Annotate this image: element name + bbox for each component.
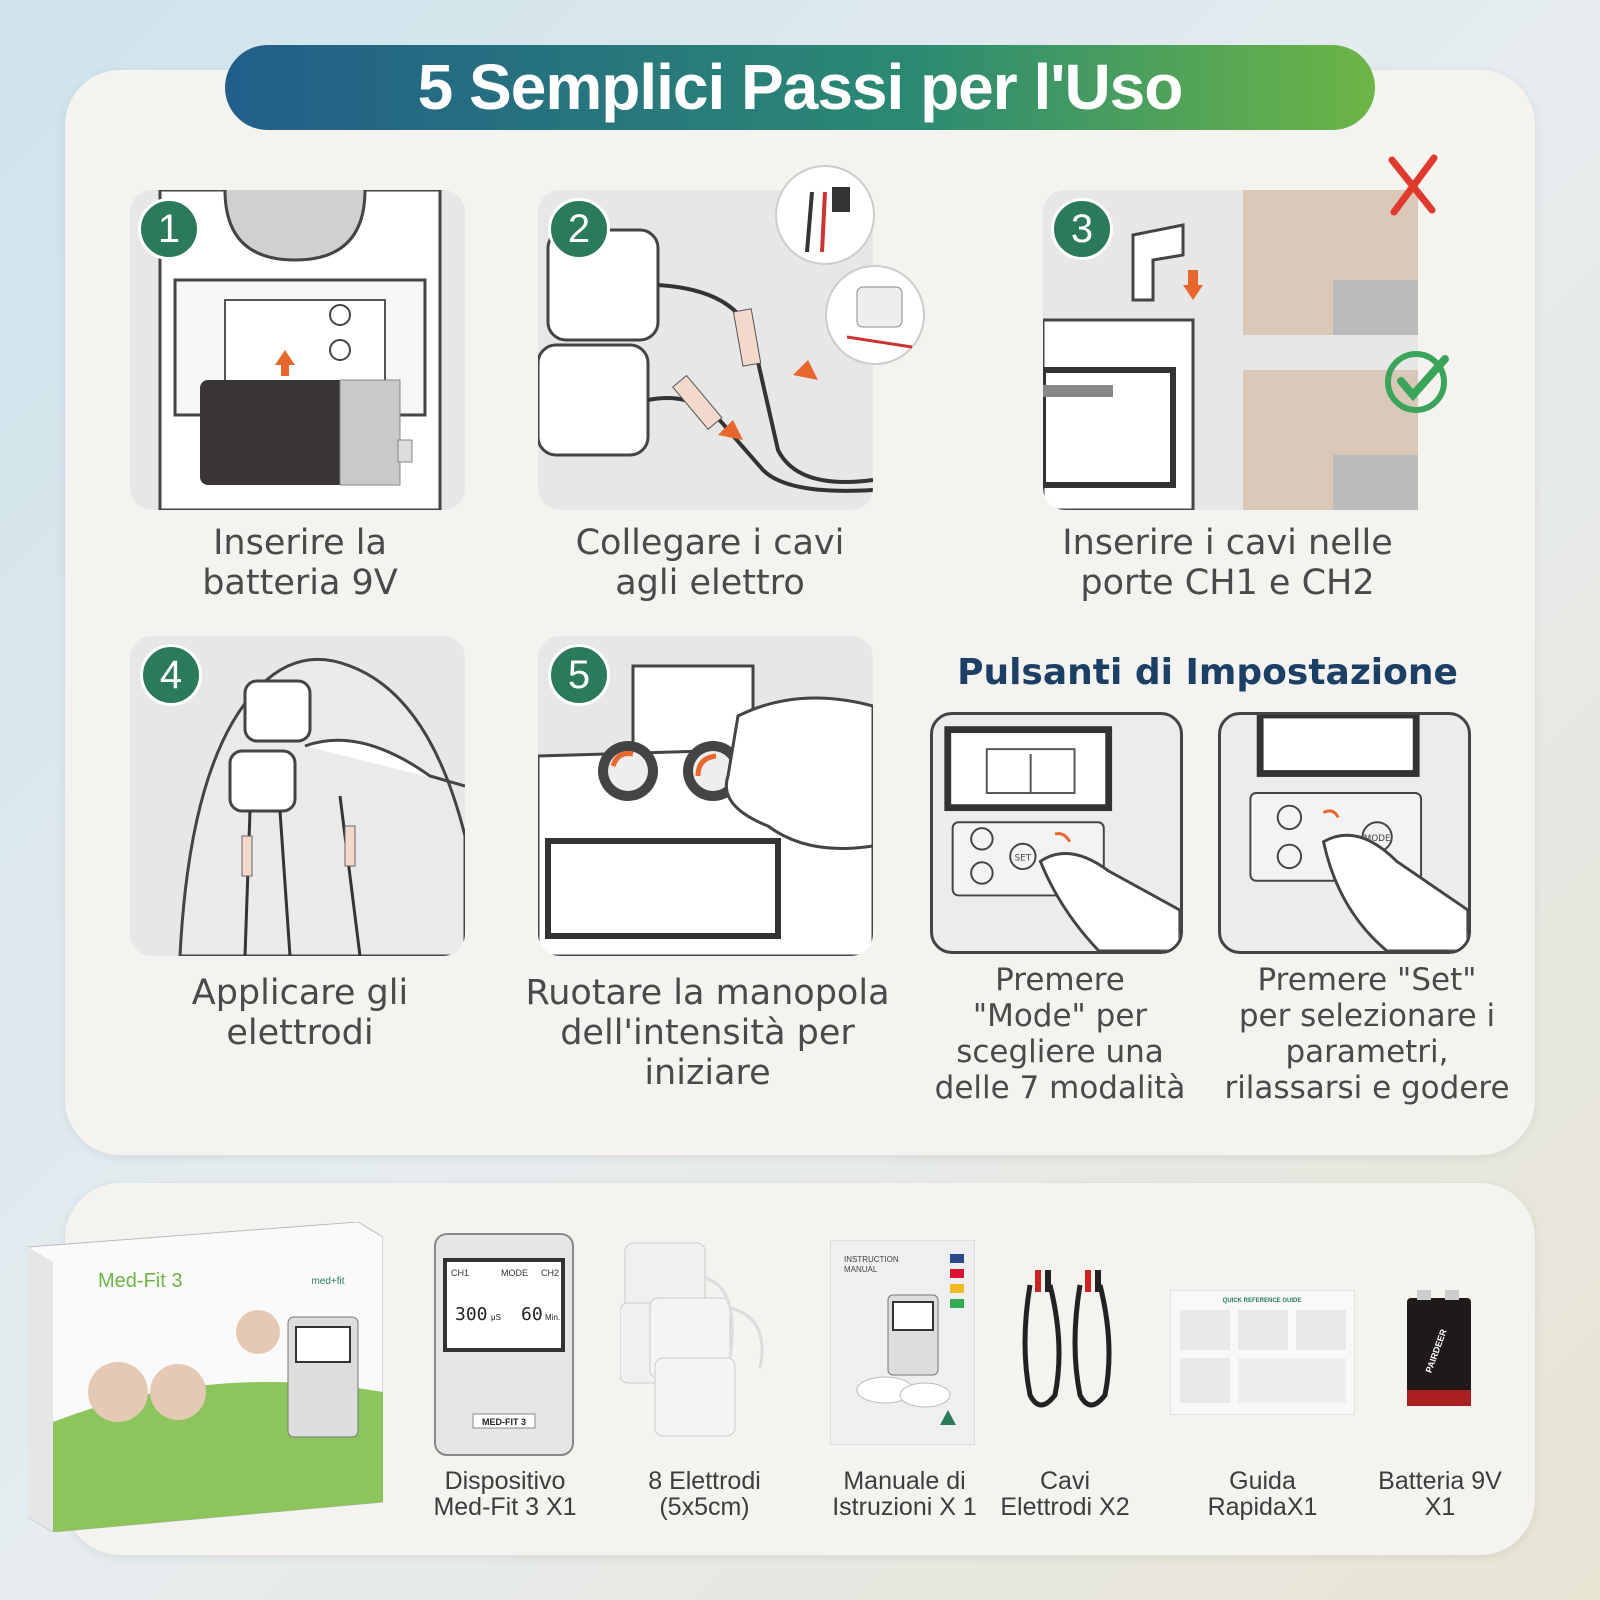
item-battery-label: Batteria 9V X1 xyxy=(1365,1468,1515,1520)
step-4-badge: 4 xyxy=(140,644,202,706)
step-5-badge: 5 xyxy=(548,644,610,706)
step-4-illustration: 4 xyxy=(130,636,465,956)
electrodes-image xyxy=(619,1238,790,1438)
screen-width-unit: μS xyxy=(491,1313,501,1322)
manual-heading-line2: MANUAL xyxy=(844,1265,878,1274)
step-4-caption-line2: elettrodi xyxy=(226,1013,374,1053)
item-cables-label: Cavi Elettrodi X2 xyxy=(985,1468,1145,1520)
step-1-caption: Inserire la batteria 9V xyxy=(140,523,460,603)
item-cables-label-line2: Elettrodi X2 xyxy=(1000,1493,1130,1521)
step-4-caption-line1: Applicare gli xyxy=(191,973,409,1013)
set-panel-mode-button: MODE xyxy=(1364,834,1391,844)
set-button-illustration: MODE xyxy=(1218,712,1471,954)
item-battery-label-line1: Batteria 9V xyxy=(1378,1467,1502,1495)
battery-image: PAIRDEER xyxy=(1405,1290,1473,1408)
device-brand-label: MED-FIT 3 xyxy=(482,1417,526,1427)
item-guide-label-line1: Guida xyxy=(1229,1467,1296,1495)
set-caption-line1: Premere "Set" xyxy=(1257,962,1477,998)
item-guide-label-line2: RapidaX1 xyxy=(1207,1493,1318,1521)
mode-caption-line4: delle 7 modalità xyxy=(934,1070,1186,1106)
item-electrodes-label-line1: 8 Elettrodi xyxy=(648,1467,761,1495)
step-5-caption-line2: dell'intensità per xyxy=(560,1013,855,1053)
box-product-name: Med-Fit 3 xyxy=(98,1270,182,1292)
step-2-caption-line2: agli elettro xyxy=(615,563,805,603)
quick-guide-image: QUICK REFERENCE GUIDE xyxy=(1169,1289,1356,1416)
mode-caption-line1: Premere xyxy=(995,962,1125,998)
cross-icon xyxy=(1382,150,1442,220)
screen-ch1-label: CH1 xyxy=(451,1268,469,1278)
page-title: 5 Semplici Passi per l'Uso xyxy=(225,45,1375,130)
settings-section-title: Pulsanti di Impostazione xyxy=(957,652,1458,693)
step-3-illustration: 3 xyxy=(1043,190,1418,510)
manual-heading-line1: INSTRUCTION xyxy=(844,1255,899,1264)
screen-time-unit: Min. xyxy=(545,1313,560,1322)
step-2-badge: 2 xyxy=(548,198,610,260)
item-manual-label-line2: Istruzioni X 1 xyxy=(832,1493,977,1521)
step-2-caption: Collegare i cavi agli elettro xyxy=(545,523,875,603)
step-3-badge: 3 xyxy=(1051,198,1113,260)
manual-image: INSTRUCTION MANUAL xyxy=(829,1239,976,1446)
step-1-illustration: 1 xyxy=(130,190,465,510)
item-battery-label-line2: X1 xyxy=(1424,1493,1456,1521)
plug-closeup-icon xyxy=(775,165,875,265)
step-3-caption: Inserire i cavi nelle porte CH1 e CH2 xyxy=(1020,523,1435,603)
step-3-caption-line1: Inserire i cavi nelle xyxy=(1062,523,1393,563)
mode-caption: Premere "Mode" per scegliere una delle 7… xyxy=(915,962,1205,1106)
guide-heading: QUICK REFERENCE GUIDE xyxy=(1223,1298,1302,1304)
step-5-caption-line3: iniziare xyxy=(644,1053,771,1093)
item-device-label-line2: Med-Fit 3 X1 xyxy=(433,1493,577,1521)
item-cables-label-line1: Cavi xyxy=(1039,1467,1090,1495)
screen-mode-label: MODE xyxy=(501,1268,528,1278)
item-guide-label: Guida RapidaX1 xyxy=(1180,1468,1345,1520)
mode-panel-set-button: SET xyxy=(1015,853,1032,863)
box-brand: med+fit xyxy=(311,1276,344,1287)
step-1-caption-line1: Inserire la xyxy=(213,523,387,563)
item-electrodes-label-line2: (5x5cm) xyxy=(659,1493,750,1521)
step-5-illustration: 5 xyxy=(538,636,873,956)
step-5-caption-line1: Ruotare la manopola xyxy=(525,973,890,1013)
item-manual-label: Manuale di Istruzioni X 1 xyxy=(812,1468,997,1520)
set-caption-line3: parametri, xyxy=(1285,1034,1449,1070)
set-caption-line4: rilassarsi e godere xyxy=(1224,1070,1510,1106)
step-2-caption-line1: Collegare i cavi xyxy=(575,523,845,563)
item-electrodes-label: 8 Elettrodi (5x5cm) xyxy=(612,1468,797,1520)
cables-image xyxy=(1015,1265,1135,1415)
set-caption-line2: per selezionare i xyxy=(1238,998,1496,1034)
check-icon xyxy=(1383,345,1453,415)
electrode-closeup-icon xyxy=(825,265,925,365)
product-box: Med-Fit 3 med+fit xyxy=(27,1221,384,1533)
item-manual-label-line1: Manuale di xyxy=(843,1467,966,1495)
mode-caption-line2: "Mode" per xyxy=(972,998,1148,1034)
screen-time-value: 60 xyxy=(521,1304,543,1325)
step-4-caption: Applicare gli elettrodi xyxy=(140,973,460,1053)
item-device-label-line1: Dispositivo xyxy=(444,1467,566,1495)
step-3-caption-line2: porte CH1 e CH2 xyxy=(1080,563,1375,603)
step-1-badge: 1 xyxy=(138,198,200,260)
mode-button-illustration: SET xyxy=(930,712,1183,954)
item-device-label: Dispositivo Med-Fit 3 X1 xyxy=(415,1468,595,1520)
step-5-caption: Ruotare la manopola dell'intensità per i… xyxy=(510,973,905,1093)
screen-width-value: 300 xyxy=(455,1304,488,1325)
set-caption: Premere "Set" per selezionare i parametr… xyxy=(1212,962,1522,1106)
step-1-caption-line2: batteria 9V xyxy=(202,563,398,603)
mode-caption-line3: scegliere una xyxy=(956,1034,1164,1070)
screen-ch2-label: CH2 xyxy=(541,1268,559,1278)
device-image: CH1 MODE CH2 300 μS 60 Min. MED-FIT 3 xyxy=(433,1232,575,1457)
